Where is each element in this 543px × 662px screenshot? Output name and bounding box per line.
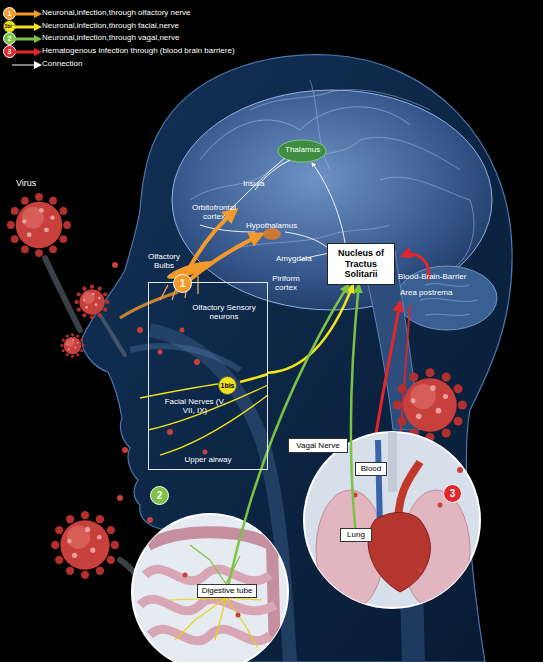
virus-particle: [75, 285, 110, 320]
callout-number: 1: [173, 274, 192, 293]
vena-cava: [378, 440, 380, 530]
head-silhouette: [82, 55, 512, 662]
node-text: Digestive tube: [202, 586, 253, 596]
legend-row: Neuronal,infection,through facial,nerve: [0, 21, 320, 33]
legend-swatch: [12, 22, 42, 32]
node-text: Nucleus of Tractus Solitarii: [330, 248, 392, 279]
legend-text: Connection: [42, 60, 82, 69]
colon: [148, 532, 275, 655]
brain-gyrus: [190, 137, 460, 200]
vagal-nerve-connector: [351, 285, 359, 528]
legend-swatch: [12, 34, 42, 44]
nucleus-box: Nucleus of Tractus Solitarii: [327, 243, 395, 285]
swatch-arrow: [34, 61, 42, 69]
legend-swatch: [12, 60, 42, 70]
region-label: Olfactory Bulbs: [142, 253, 186, 271]
region-label: Orbitofrontal cortex: [184, 204, 244, 222]
callout-number: 2: [150, 486, 169, 505]
label-box: Vagal Nerve: [288, 438, 348, 453]
enteric-nerves: [170, 598, 262, 648]
virus-particle: [51, 511, 119, 579]
region-label: Area postrema: [400, 289, 452, 298]
legend-text: Neuronal,infection,through olfactory ner…: [42, 9, 191, 18]
virus-dots: [112, 262, 463, 618]
label-box: Lung: [340, 528, 372, 542]
legend-swatch: [12, 9, 42, 19]
node-text: Blood: [361, 464, 381, 474]
label-box: Digestive tube: [197, 584, 257, 598]
legend-row: Connection: [0, 59, 320, 71]
connection-line: [230, 158, 285, 210]
olfactory-path: [120, 292, 178, 318]
node-text: Upper airway: [184, 455, 231, 464]
brain: [172, 90, 492, 310]
swatch-line: [12, 13, 36, 16]
thalamus: [278, 140, 326, 162]
swatch-line: [12, 51, 36, 54]
connection-line: [312, 163, 345, 243]
vagal-nerve-connector: [229, 285, 349, 584]
swatch-line: [12, 38, 36, 41]
intestine: [150, 629, 270, 641]
region-label: Facial Nerves (V, VII, IX): [158, 398, 232, 416]
cerebellum: [397, 266, 497, 330]
legend-row: Hematogenous infection through (blood br…: [0, 46, 320, 58]
region-label: Olfactory Sensory neurons: [184, 304, 264, 322]
virus-label: Virus: [16, 178, 36, 188]
swatch-line: [12, 65, 36, 66]
legend-text: Neuronal,infection,through vagal,nerve: [42, 34, 179, 43]
region-label: Blood-Brain-Barrier: [398, 273, 466, 282]
digestive-inset: [132, 514, 288, 662]
intestine: [140, 599, 275, 611]
region-label: Insula: [243, 180, 264, 189]
region-label: Amygdala: [276, 255, 312, 264]
virus-trail: [100, 315, 125, 355]
brain-gyrus: [200, 107, 410, 160]
brain-gyrus: [250, 90, 430, 110]
callout-number: 3: [443, 484, 462, 503]
virus-particle: [393, 368, 467, 442]
swatch-arrow: [34, 23, 42, 31]
region-label: Thalamus: [285, 146, 320, 155]
swatch-line: [12, 26, 36, 29]
legend-row: Neuronal,infection,through vagal,nerve: [0, 33, 320, 45]
region-label: Piriform cortex: [266, 275, 306, 293]
virus-particle: [7, 193, 71, 257]
region-label: Hypothalamus: [246, 222, 297, 231]
connection-line: [285, 232, 328, 248]
legend-swatch: [12, 47, 42, 57]
callout-number: 1bis: [218, 376, 237, 395]
label-box: Blood: [355, 462, 387, 476]
trachea: [388, 432, 397, 492]
heart: [368, 513, 430, 593]
swatch-arrow: [34, 10, 42, 18]
swatch-arrow: [34, 48, 42, 56]
legend-row: Neuronal,infection,through olfactory ner…: [0, 8, 320, 20]
node-text: Lung: [347, 530, 365, 540]
facial-nerve: [240, 374, 268, 382]
swatch-arrow: [34, 35, 42, 43]
node-text: Vagal Nerve: [296, 441, 339, 451]
legend-text: Neuronal,infection,through facial,nerve: [42, 22, 179, 31]
legend-text: Hematogenous infection through (blood br…: [42, 47, 235, 56]
virus-particle: [60, 333, 84, 357]
virus-trail: [45, 258, 80, 330]
nasal-cavity: [130, 346, 240, 370]
intestine: [145, 569, 270, 581]
